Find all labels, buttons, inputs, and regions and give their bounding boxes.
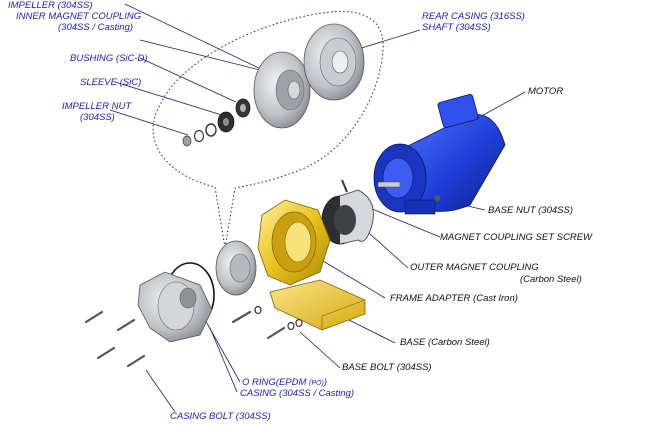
outer-magnet-coupling-part [321, 189, 374, 245]
label-base-bolt: BASE BOLT (304SS) [342, 362, 432, 373]
detail-callout-outline [152, 10, 384, 249]
label-o-ring: O RING(EPDM (PO)) [242, 377, 327, 389]
motor-part [373, 94, 506, 215]
label-bushing: BUSHING (SiC-D) [70, 53, 148, 64]
label-rear-casing: REAR CASING (316SS) [422, 11, 525, 22]
label-outer-magnet-material: (Carbon Steel) [520, 274, 582, 285]
leader-lines [109, 3, 526, 413]
bushing-part [217, 111, 235, 133]
casing-part [137, 271, 213, 343]
base-nut-part [434, 195, 440, 201]
label-inner-magnet-coupling: INNER MAGNET COUPLING [16, 11, 142, 22]
base-bolts [231, 305, 303, 340]
impeller-part [215, 240, 257, 296]
rear-casing-part [303, 23, 365, 101]
label-o-ring-end: ) [323, 377, 327, 388]
label-o-ring-po: (PO) [309, 380, 324, 387]
frame-adapter-part [257, 199, 331, 286]
label-outer-magnet-coupling: OUTER MAGNET COUPLING [410, 262, 539, 273]
label-sleeve: SLEEVE (SiC) [80, 77, 142, 88]
label-impeller: IMPELLER (304SS) [8, 0, 93, 11]
label-base: BASE (Carbon Steel) [400, 337, 490, 348]
casing-bolts [84, 310, 146, 368]
label-impeller-nut: IMPELLER NUT [62, 101, 132, 112]
label-motor: MOTOR [528, 86, 564, 97]
label-impeller-nut-material: (304SS) [80, 112, 115, 123]
inner-magnet-coupling-part [253, 51, 311, 129]
sleeve-part [235, 98, 251, 118]
label-o-ring-main: O RING(EPDM [242, 377, 310, 388]
label-casing-bolt: CASING BOLT (304SS) [170, 411, 271, 422]
label-base-nut: BASE NUT (304SS) [488, 205, 573, 216]
set-screw-part [341, 179, 348, 193]
label-casing: CASING (304SS / Casting) [240, 388, 355, 399]
label-frame-adapter: FRAME ADAPTER (Cast Iron) [390, 293, 518, 304]
impeller-nut-part [182, 123, 217, 147]
base-part [269, 279, 366, 331]
label-shaft: SHAFT (304SS) [422, 22, 491, 33]
label-magnet-coupling-set-screw: MAGNET COUPLING SET SCREW [440, 232, 593, 243]
label-inner-magnet-material: (304SS / Casting) [58, 22, 133, 33]
